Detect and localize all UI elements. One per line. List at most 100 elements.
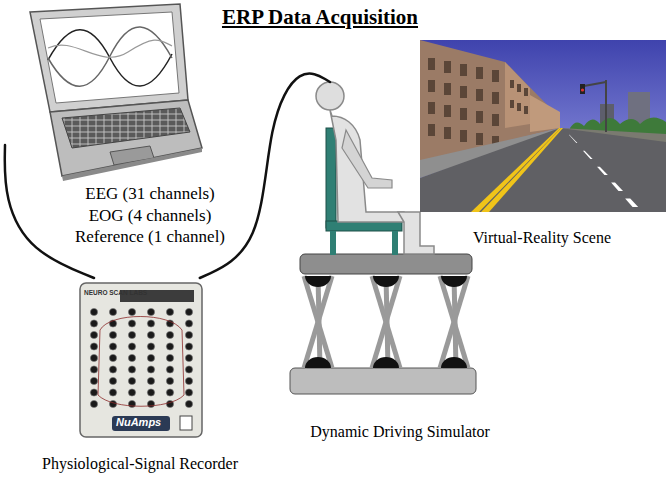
electrode-socket-part xyxy=(147,400,154,407)
cable xyxy=(200,74,330,278)
electrode-socket-part xyxy=(128,354,135,361)
electrode-socket-part xyxy=(185,320,192,327)
electrode-socket-part xyxy=(185,331,192,338)
electrode-socket-part xyxy=(166,377,173,384)
building-window-part xyxy=(492,70,499,82)
electrode-socket-part xyxy=(185,400,192,407)
building-window-part xyxy=(444,105,451,117)
electrode-socket-part xyxy=(109,331,116,338)
vr-scene-node: Virtual-Reality Scene xyxy=(418,38,666,250)
lane-marking xyxy=(569,135,638,207)
electrode-socket-part xyxy=(128,331,135,338)
building-window-part xyxy=(492,92,499,104)
electrode-socket-part xyxy=(90,308,97,315)
laptop xyxy=(30,4,202,181)
diagram-title: ERP Data Acquisition xyxy=(170,5,470,30)
electrode-socket-part xyxy=(147,377,154,384)
recorder-device xyxy=(80,283,202,437)
electrode-socket-part xyxy=(128,366,135,373)
vr-scene-part xyxy=(420,128,666,212)
building-window-part xyxy=(517,84,521,92)
actuator-leg-part xyxy=(441,276,467,287)
electrode-socket-part xyxy=(109,389,116,396)
actuator-leg-part xyxy=(304,276,332,368)
motion-platform xyxy=(290,254,476,394)
lane-marking-part xyxy=(625,199,638,207)
building-window-part xyxy=(428,80,435,92)
node-label: EEG (31 channels) xyxy=(85,183,214,204)
recorder-device-part xyxy=(180,416,192,430)
person-part xyxy=(342,130,392,188)
building-window-part xyxy=(476,133,483,145)
actuator-leg-part xyxy=(440,276,468,368)
actuator-leg-part xyxy=(305,276,331,287)
electrode-socket-part xyxy=(166,343,173,350)
chair-part xyxy=(326,128,336,228)
electrode-socket-part xyxy=(90,389,97,396)
vr-scene-part xyxy=(505,62,530,128)
laptop-part xyxy=(48,27,172,86)
electrode-socket-part xyxy=(147,331,154,338)
vr-scene-part xyxy=(605,80,607,132)
laptop-part xyxy=(30,4,188,112)
person xyxy=(316,82,434,254)
vr-scene-part xyxy=(581,88,584,91)
building-window-part xyxy=(444,127,451,139)
electrode-socket-part xyxy=(166,366,173,373)
actuator-leg-part xyxy=(373,357,399,368)
actuator-leg-part xyxy=(304,276,332,368)
electrode-socket-part xyxy=(98,317,184,407)
vr-scene-part xyxy=(471,128,561,212)
laptop-part xyxy=(62,108,190,148)
chair-part xyxy=(330,231,336,255)
vr-scene-part xyxy=(420,40,666,212)
actuator-leg-part xyxy=(373,276,399,287)
lane-marking-part xyxy=(583,151,593,159)
electrode-socket-part xyxy=(147,366,154,373)
electrode-socket-part xyxy=(109,377,116,384)
electrode-socket-part xyxy=(166,331,173,338)
electrode-socket-part xyxy=(166,389,173,396)
electrode-socket-part xyxy=(147,354,154,361)
electrode-socket-part xyxy=(128,343,135,350)
actuator-leg-part xyxy=(386,276,388,368)
electrode-socket-part xyxy=(185,308,192,315)
actuator-leg-part xyxy=(318,276,320,368)
laptop-part xyxy=(62,148,202,181)
simulator-node: Dynamic Driving Simulator xyxy=(300,82,500,444)
node-label: Reference (1 channel) xyxy=(75,226,225,247)
motion-platform-part xyxy=(300,254,472,274)
building-window-part xyxy=(428,124,435,136)
vr-scene-part xyxy=(481,128,563,212)
electrode-socket-part xyxy=(166,320,173,327)
electrode-socket-part xyxy=(90,366,97,373)
electrode-socket-part xyxy=(185,366,192,373)
electrode-socket-part xyxy=(90,320,97,327)
chair-part xyxy=(392,231,398,255)
lane-marking-part xyxy=(569,135,577,143)
electrode-socket xyxy=(90,308,192,407)
electrode-socket-part xyxy=(185,354,192,361)
vr-scene xyxy=(420,40,666,212)
vr-scene-part xyxy=(580,84,585,94)
laptop-part xyxy=(48,40,172,57)
actuator-leg-part xyxy=(305,357,331,368)
electrode-socket-part xyxy=(109,343,116,350)
vr-scene-part xyxy=(584,82,606,86)
actuator-leg-part xyxy=(454,276,456,368)
building-window-part xyxy=(492,114,499,126)
recorder-device-part xyxy=(80,283,202,437)
actuator-leg-part xyxy=(372,276,400,368)
building-window-part xyxy=(460,108,467,120)
vr-scene-part xyxy=(530,95,560,132)
electrode-socket-part xyxy=(185,377,192,384)
building-window-part xyxy=(524,106,528,114)
electrode-socket-part xyxy=(90,377,97,384)
lane-marking-part xyxy=(597,167,608,175)
recorder-device-part xyxy=(112,416,170,431)
building-window-part xyxy=(460,86,467,98)
building-window-part xyxy=(428,102,435,114)
electrode-socket-part xyxy=(109,400,116,407)
electrode-socket-part xyxy=(185,343,192,350)
